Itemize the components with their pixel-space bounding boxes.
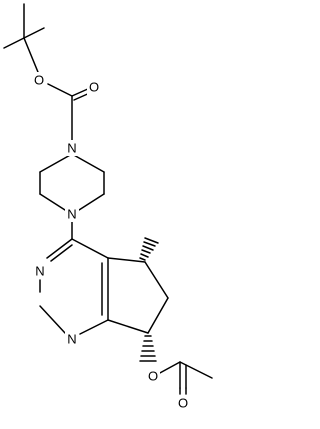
hash-5 [143,241,156,247]
bond-n-top-ch2-right [71,153,105,173]
atom-n-pyrimidine-1: N [67,332,76,347]
bond-c2-n1 [39,305,66,334]
atom-n-piperazine-top: N [67,141,76,156]
bond-ch2-n-bottom-left [39,193,66,211]
bond-c4a-c5 [107,257,146,263]
bond-tbu-c-o [23,37,41,78]
atom-o-boc-ester: O [34,73,44,88]
acetate-group [157,361,213,389]
boc-group [3,3,93,141]
cyclopentane-ring [107,257,169,334]
bond-acyl-c-methyl [179,361,213,379]
bond-o-carbonyl-c [47,83,73,97]
atom-o-acetate-carbonyl: O [178,396,188,411]
bond-ch2-n-bottom-right [78,193,105,211]
bond-c4-c4a [71,238,109,259]
atom-n-pyrimidine-3: N [35,264,44,279]
hash-3 [141,249,151,254]
methyl-hashed-wedge [139,237,159,261]
molecule-structure: O O N N N N O O [3,3,213,411]
hash-4 [142,245,154,251]
piperazine-ring [39,153,105,240]
bond-c4-n3 [46,238,73,259]
bond-n1-c7a [79,319,109,335]
pyrimidine-ring [39,238,109,335]
bond-c5-c6 [144,261,169,299]
bond-c4-n3-inner [50,244,73,262]
bond-c6-c7 [147,297,169,334]
atom-n-piperazine-bottom: N [67,207,76,222]
bond-n-top-ch2-left [39,153,73,173]
hash-2 [140,253,149,258]
atom-o-acetate-ester: O [148,369,158,384]
bond-c7-c7a [107,319,149,334]
atom-labels: O O N N N N O O [32,72,190,411]
hash-1 [139,257,146,261]
bond-o-acyl-c [157,361,181,375]
atom-o-boc-carbonyl: O [89,80,99,95]
bond-tbu-methyl-right [23,27,45,39]
oac-hashed-wedge [139,335,157,362]
bond-tbu-methyl-left [3,37,25,49]
hash-6 [144,237,159,244]
